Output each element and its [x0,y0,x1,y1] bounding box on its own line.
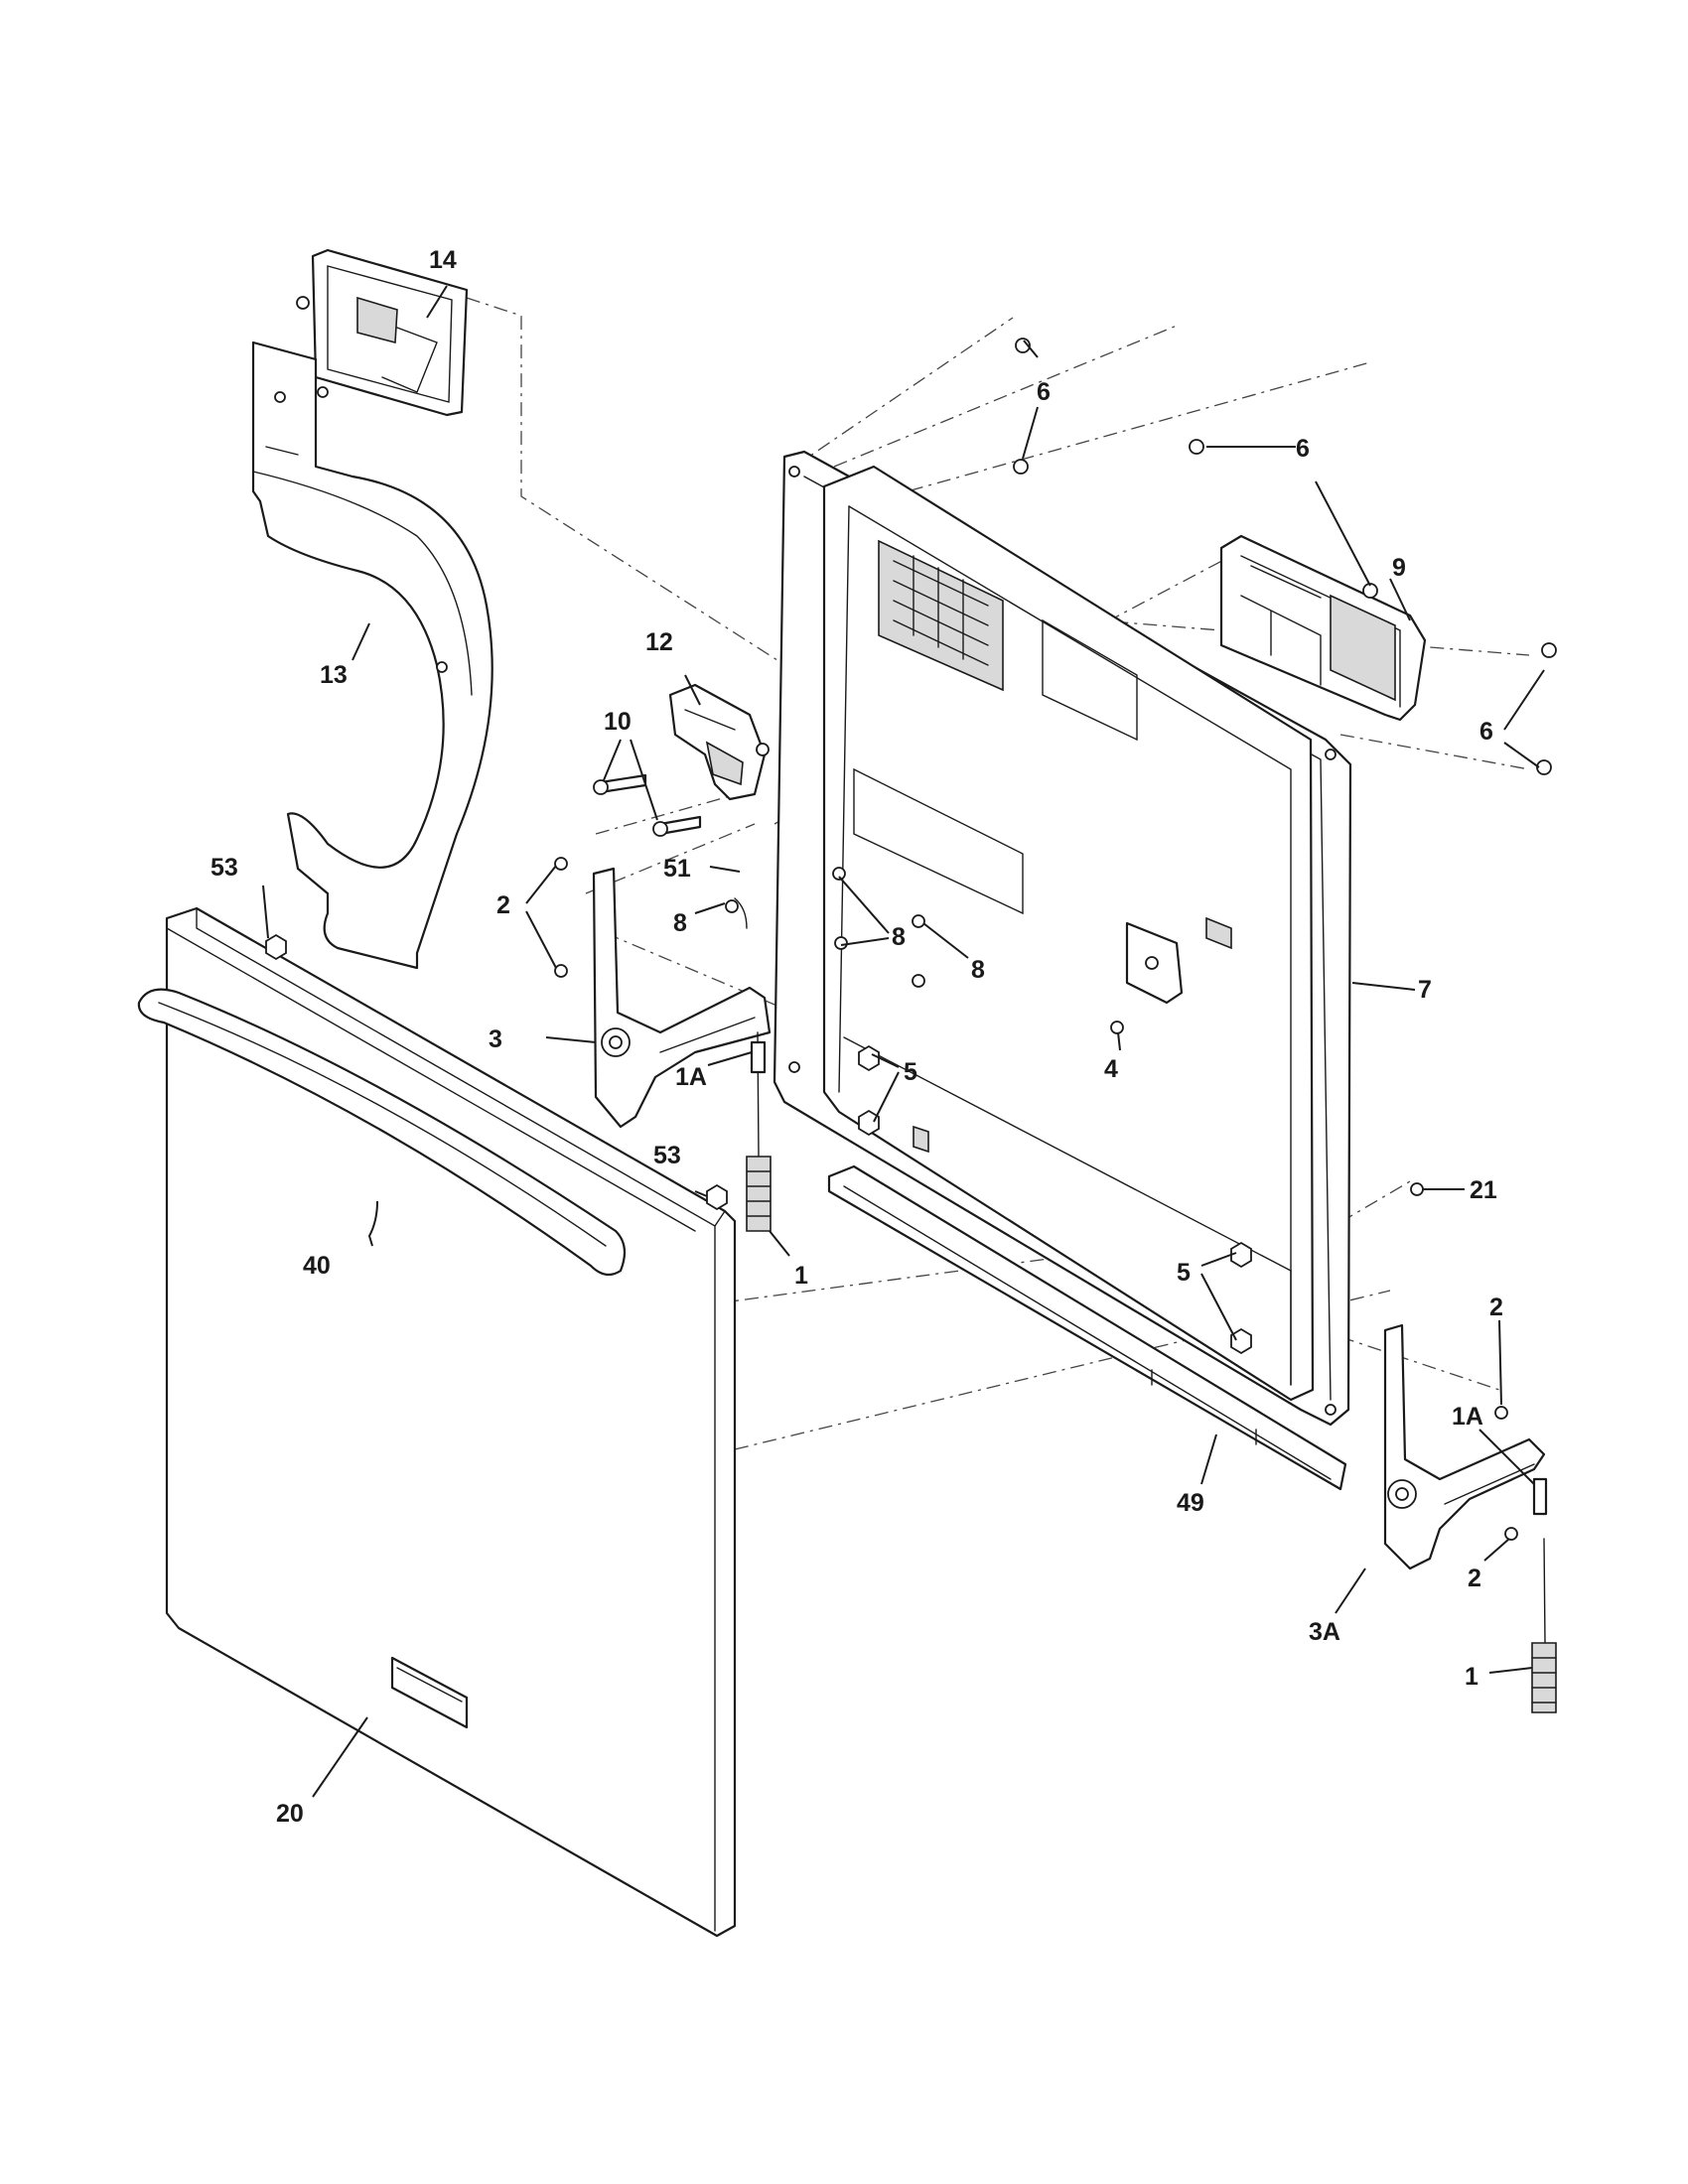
callout-53-bottom: 53 [653,1142,681,1169]
callout-2-right-top: 2 [1489,1294,1503,1321]
leader-lines [262,285,1545,1798]
callout-1A-left: 1A [675,1063,707,1091]
callout-49: 49 [1177,1489,1204,1517]
part-14-vent-housing [296,248,469,417]
part-12-door-latch [668,683,767,801]
part-13-vent-duct [251,341,493,970]
callout-9: 9 [1392,554,1406,582]
callout-7: 7 [1418,976,1432,1004]
hardware-nuts [265,933,1252,1355]
callout-labels: 14 13 12 10 53 2 51 8 8 8 3 1A 5 53 40 1… [211,246,1503,1828]
callout-10: 10 [604,708,632,736]
callout-40: 40 [303,1252,331,1280]
part-1A-links [750,1040,1548,1516]
callout-2-right-bottom: 2 [1468,1565,1481,1592]
callout-6-upper-right: 6 [1296,435,1310,463]
part-1-springs [746,1031,1557,1713]
callout-6-right: 6 [1479,718,1493,746]
callout-8-right: 8 [971,956,985,984]
callout-5-lower: 5 [1177,1259,1191,1287]
part-3-hinge-left [592,867,772,1129]
callout-1-left: 1 [794,1262,808,1290]
part-40-door-handle [137,988,627,1277]
callout-14: 14 [429,246,457,274]
part-49-bottom-trim [827,1164,1347,1491]
callout-53-top: 53 [211,854,238,882]
callout-8-left: 8 [673,909,687,937]
callout-6-top: 6 [1037,378,1051,406]
part-3A-hinge-right [1383,1323,1546,1570]
part-9-control-panel [1219,534,1427,722]
callout-21: 21 [1470,1176,1497,1204]
callout-3A: 3A [1309,1618,1340,1646]
part-20-outer-door [165,906,737,1938]
callout-1-right: 1 [1465,1663,1478,1691]
callout-51: 51 [663,855,691,883]
callout-2-left: 2 [496,891,510,919]
callout-4: 4 [1104,1055,1118,1083]
callout-12: 12 [645,628,673,656]
part-10-screws [593,773,702,837]
callout-1A-right: 1A [1452,1403,1483,1431]
callout-3: 3 [489,1025,502,1053]
part-7-inner-door-panel [773,450,1352,1427]
callout-20: 20 [276,1800,304,1828]
callout-13: 13 [320,661,348,689]
callout-8-middle: 8 [892,923,906,951]
callout-5-upper: 5 [904,1058,917,1086]
